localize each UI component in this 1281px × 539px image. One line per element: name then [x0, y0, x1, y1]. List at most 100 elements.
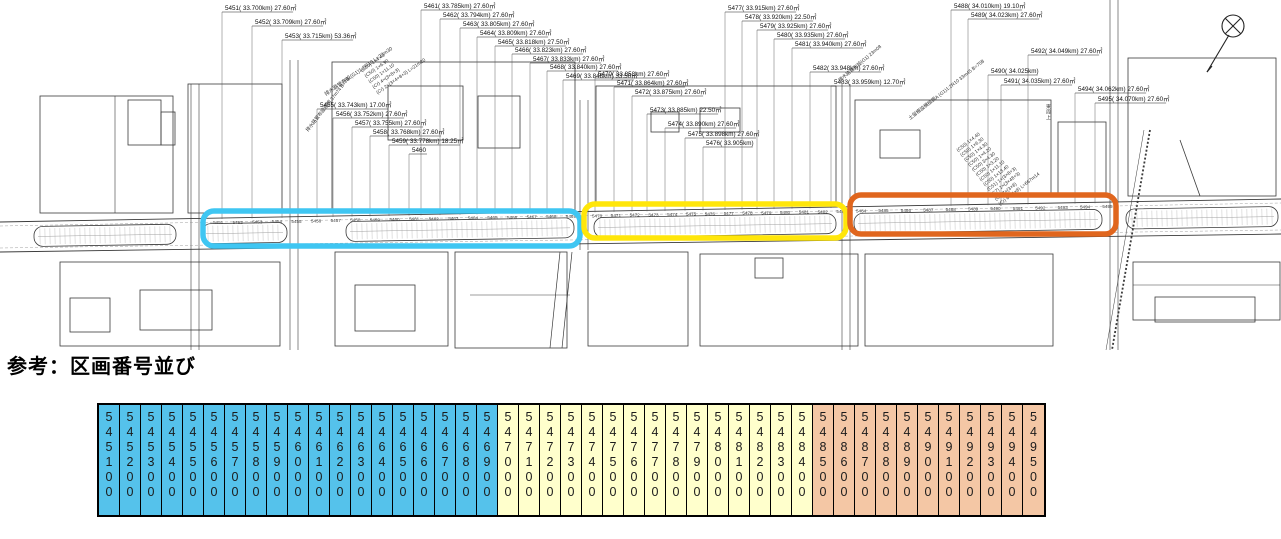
svg-text:5471( 33.864km) 27.60㎡: 5471( 33.864km) 27.60㎡ [617, 78, 689, 87]
parcel-label: 5457( 33.755km) 27.60㎡ [351, 118, 427, 217]
svg-text:5467: 5467 [527, 215, 538, 220]
parcel-label: 5464( 33.809km) 27.60㎡ [476, 28, 552, 215]
svg-text:5494: 5494 [1080, 205, 1091, 210]
annotation-vertical: 東周上 [1046, 103, 1051, 121]
annotation-mid: 排水路管布設(G1) 23m08 [837, 43, 883, 84]
svg-text:5477( 33.915km) 27.60㎡: 5477( 33.915km) 27.60㎡ [728, 3, 800, 12]
svg-text:5463( 33.805km) 27.60㎡: 5463( 33.805km) 27.60㎡ [463, 19, 535, 28]
svg-text:5456( 33.752km) 27.60㎡: 5456( 33.752km) 27.60㎡ [336, 109, 408, 118]
caption: 参考：区画番号並び [7, 350, 196, 379]
svg-text:5488( 34.010km) 19.10㎡: 5488( 34.010km) 19.10㎡ [954, 1, 1026, 10]
svg-text:5462: 5462 [429, 216, 440, 221]
cross-roads [190, 0, 1151, 350]
svg-text:5486: 5486 [901, 208, 912, 213]
svg-text:5479: 5479 [761, 210, 772, 215]
parcel-label: 5495( 34.070km) 27.60㎡ [1094, 94, 1170, 204]
svg-text:5460: 5460 [412, 147, 427, 154]
svg-text:5493: 5493 [1058, 205, 1069, 210]
svg-text:5463: 5463 [448, 216, 459, 221]
svg-text:5460: 5460 [389, 217, 400, 222]
annotation-left-block: (C50) 1×4.40(C50) 1×6.90(C50) 1×11.10(Cr… [360, 52, 427, 96]
svg-text:5462( 33.794km) 27.60㎡: 5462( 33.794km) 27.60㎡ [443, 10, 515, 19]
svg-text:5473( 33.885km) 22.50㎡: 5473( 33.885km) 22.50㎡ [650, 105, 722, 114]
svg-text:5451( 33.700km) 27.60㎡: 5451( 33.700km) 27.60㎡ [225, 3, 297, 12]
svg-text:5476: 5476 [705, 211, 716, 216]
svg-text:5453( 33.715km) 53.36㎡: 5453( 33.715km) 53.36㎡ [285, 31, 357, 40]
parcel-label: 5490( 34.025km) [987, 68, 1039, 206]
svg-text:5492: 5492 [1035, 205, 1046, 210]
svg-text:5494( 34.062km) 27.60㎡: 5494( 34.062km) 27.60㎡ [1078, 84, 1150, 93]
parcel-label: 5473( 33.885km) 22.50㎡ [646, 105, 722, 212]
svg-text:5481: 5481 [799, 210, 810, 215]
parcel-label: 5475( 33.898km) 27.60㎡ [684, 129, 760, 211]
svg-text:5477: 5477 [724, 211, 735, 216]
svg-text:5466( 33.823km) 27.60㎡: 5466( 33.823km) 27.60㎡ [515, 45, 587, 54]
highlight-yellow [581, 201, 849, 241]
svg-text:5490( 34.025km): 5490( 34.025km) [991, 68, 1039, 75]
parcel-label: 5460 [408, 147, 427, 216]
svg-text:5459( 33.778km) 18.25㎡: 5459( 33.778km) 18.25㎡ [392, 136, 464, 145]
north-compass-icon [1206, 14, 1245, 73]
svg-text:5495( 34.070km) 27.60㎡: 5495( 34.070km) 27.60㎡ [1098, 94, 1170, 103]
svg-text:5472: 5472 [630, 213, 641, 218]
highlight-orange [847, 192, 1119, 237]
svg-text:5482( 33.948km) 27.60㎡: 5482( 33.948km) 27.60㎡ [813, 63, 885, 72]
svg-text:5478( 33.920km) 22.50㎡: 5478( 33.920km) 22.50㎡ [745, 12, 817, 21]
svg-text:5476( 33.905km): 5476( 33.905km) [706, 140, 754, 147]
parcel-label: 5471( 33.864km) 27.60㎡ [613, 78, 689, 212]
parcel-label: 5491( 34.035km) 27.60㎡ [1000, 76, 1076, 205]
parcel-label: 5452( 33.709km) 27.60㎡ [251, 17, 327, 219]
svg-text:5465: 5465 [487, 215, 498, 220]
parcel-label: 5489( 34.023km) 27.60㎡ [967, 10, 1043, 206]
svg-text:5489( 34.023km) 27.60㎡: 5489( 34.023km) 27.60㎡ [971, 10, 1043, 19]
caption-text: 参考：区画番号並び [7, 356, 196, 378]
svg-text:5470: 5470 [592, 213, 603, 218]
parcel-label: 5481( 33.940km) 27.60㎡ [791, 39, 867, 209]
parcel-label: 5483( 33.959km) 12.70㎡ [830, 77, 906, 209]
parcel-label: 5468( 33.840km) 27.60㎡ [546, 62, 622, 214]
svg-text:5478: 5478 [742, 211, 753, 216]
parcel-label: 5482( 33.948km) 27.60㎡ [809, 63, 885, 209]
parcel-label: 5480( 33.935km) 27.60㎡ [773, 30, 849, 210]
svg-text:5452: 5452 [233, 220, 244, 225]
svg-text:5472( 33.875km) 27.60㎡: 5472( 33.875km) 27.60㎡ [635, 87, 707, 96]
parcel-label: 5466( 33.823km) 27.60㎡ [511, 45, 587, 214]
svg-text:5467( 33.833km) 27.60㎡: 5467( 33.833km) 27.60㎡ [533, 54, 605, 63]
parcel-label: 5479( 33.925km) 27.60㎡ [756, 21, 832, 210]
parcel-label: 5461( 33.785km) 27.60㎡ [420, 1, 496, 216]
annotation-right2: 土留柵設横接鋼A (G1)1:2R10 33m45 B=75B [907, 58, 986, 122]
svg-text:5466: 5466 [507, 215, 518, 220]
svg-text:5483: 5483 [836, 209, 847, 214]
svg-text:5458( 33.768km) 27.60㎡: 5458( 33.768km) 27.60㎡ [373, 127, 445, 136]
parcel-label: 5478( 33.920km) 22.50㎡ [741, 12, 817, 210]
svg-text:5492( 34.049km) 27.60㎡: 5492( 34.049km) 27.60㎡ [1031, 46, 1103, 55]
svg-text:5469: 5469 [566, 214, 577, 219]
svg-text:周: 周 [1046, 110, 1051, 116]
svg-text:5489: 5489 [968, 207, 979, 212]
svg-text:5464: 5464 [468, 216, 479, 221]
svg-text:5452( 33.709km) 27.60㎡: 5452( 33.709km) 27.60㎡ [255, 17, 327, 26]
